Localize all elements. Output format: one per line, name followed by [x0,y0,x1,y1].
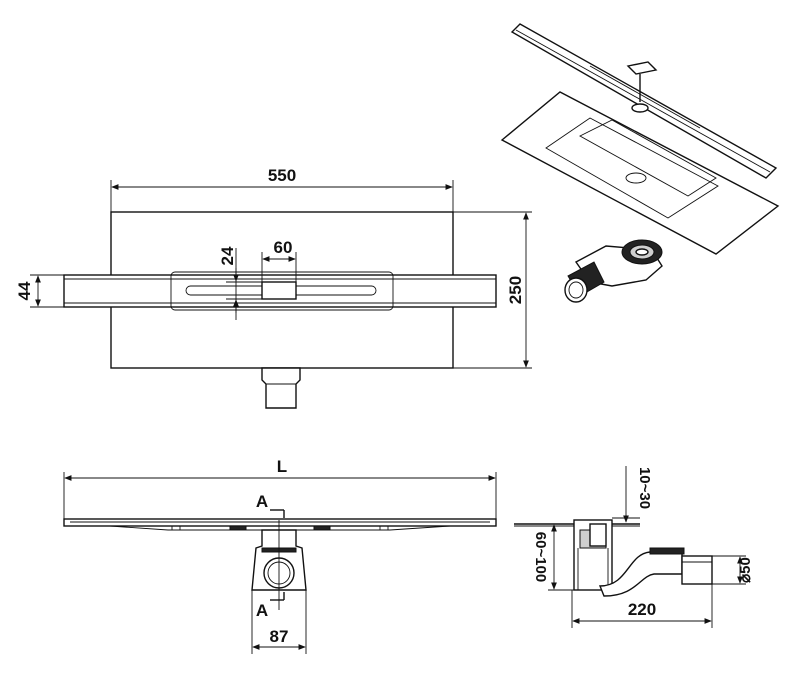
top-view: 550 250 44 60 24 [15,166,532,409]
isometric-view [500,23,780,303]
outlet-pipe [261,367,301,409]
dim-87-label: 87 [270,627,289,646]
dim-d50-label: ⌀50 [737,557,754,583]
dim-550-label: 550 [268,166,296,185]
dim-60-label: 60 [274,238,293,257]
center-outlet [261,281,297,300]
section-a-top-label: A [256,492,268,511]
iso-channel [510,23,778,179]
grate-outline [170,271,394,311]
section-a-bottom-label: A [256,601,268,620]
dim-250-label: 250 [506,276,525,304]
dim-24-label: 24 [218,246,237,265]
front-view: L A A 87 [63,457,497,654]
dim-10-30-label: 10~30 [636,467,653,509]
iso-outlet-pipe [564,277,588,303]
dim-60-100-label: 60~100 [532,532,549,582]
dim-44-label: 44 [15,281,34,300]
dim-L-label: L [277,457,287,476]
front-channel [63,518,497,527]
side-outlet-pipe [681,555,713,585]
side-view: 10~30 60~100 ⌀50 220 [514,466,754,628]
dim-220-label: 220 [628,600,656,619]
